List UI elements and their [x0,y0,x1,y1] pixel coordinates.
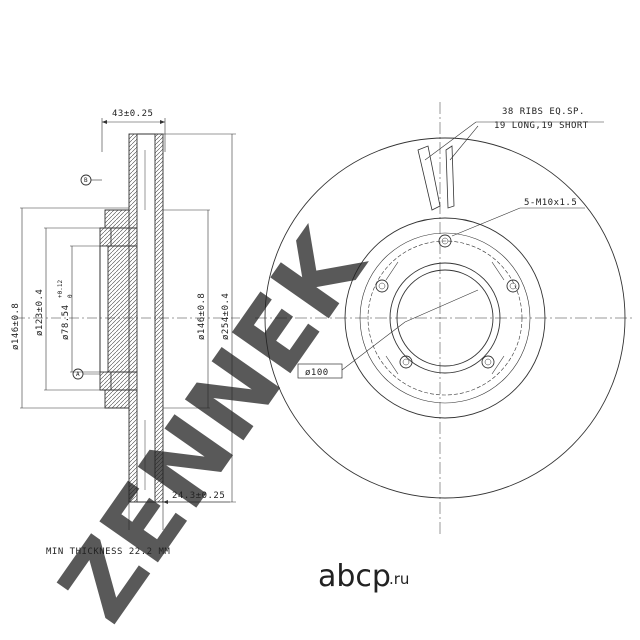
brand-logo: abcp .ru [318,559,409,594]
dia146-right-label: ø146±0.8 [197,293,207,340]
side-section-view [15,118,240,530]
ribs-label-line1: 38 RIBS EQ.SP. [502,107,585,117]
dia123-label: ø123±0.4 [35,289,45,336]
brand-suffix: .ru [389,570,409,588]
ribs-label-line2: 19 LONG,19 SHORT [494,121,589,131]
dia78-tol-plus: +0.12 [57,280,64,298]
min-thickness-note: MIN THICKNESS 22.2 MM [46,547,170,557]
dia146-left-label: ø146±0.8 [11,303,21,350]
dia78-label: ø78.54 [61,304,71,340]
bolt-hole [506,279,520,293]
pcd-label: ø100 [305,368,329,378]
width-top-label: 43±0.25 [112,109,153,119]
bolt-hole [438,234,452,248]
bolt-hole [399,355,413,369]
dia78-tol-zero: 0 [67,294,74,298]
front-view [255,102,635,534]
brand-name: abcp [318,559,391,594]
bolt-thread-label: 5-M10x1.5 [524,198,577,208]
datum-b-letter: B [84,177,88,184]
dia254-label: ø254±0.4 [221,293,231,340]
bolt-hole [375,279,389,293]
datum-a-letter: A [76,371,80,378]
width-bottom-label: 24.3±0.25 [172,491,225,501]
bolt-hole [481,355,495,369]
pcd-label-box [297,363,343,379]
rib-slot-long [417,145,441,211]
rib-slot-short [445,145,455,209]
